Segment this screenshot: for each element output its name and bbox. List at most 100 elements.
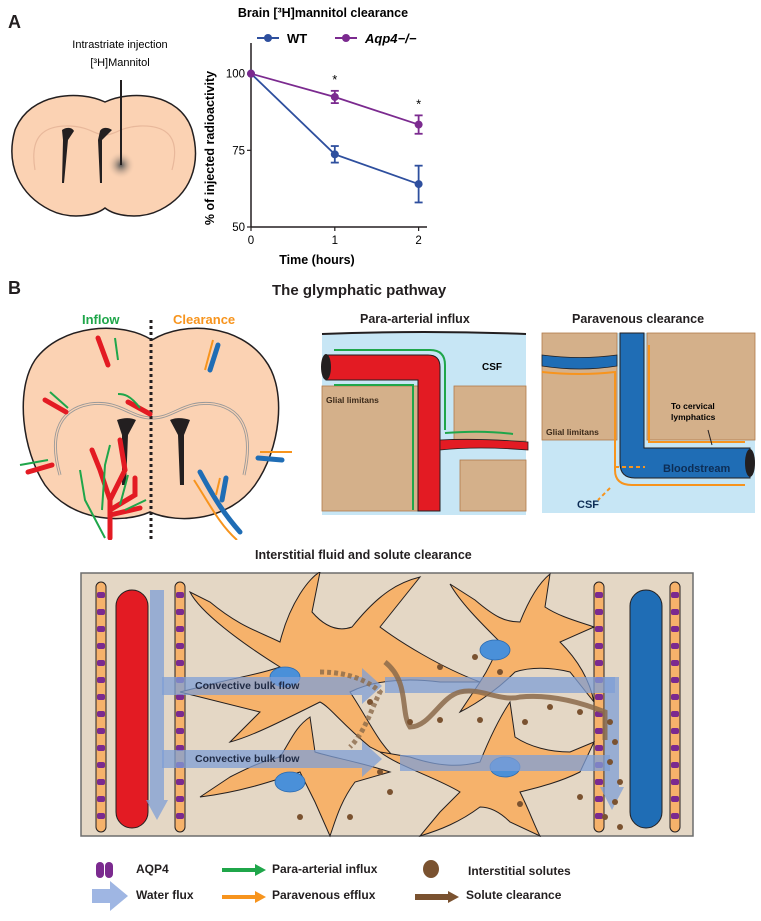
aqp4-channel [595,694,603,700]
legend-marker-0 [264,34,272,42]
efflux-arrows [193,339,292,540]
panel-b-letter: B [8,278,21,298]
aqp4-channel [595,745,603,751]
legend: AQP4 Water flux Para-arterial influx Par… [0,856,761,921]
solute-clearance-path [383,660,608,740]
inflow-label: Inflow [82,312,120,327]
glymphatic-title: The glymphatic pathway [272,282,447,299]
y-tick-label: 75 [232,145,245,157]
paravenous-legend-label: Paravenous efflux [272,888,376,902]
solute-particle [607,759,613,765]
aqp4-channel [97,796,105,802]
aqp4-channel [176,779,184,785]
artery-column [115,589,149,829]
aqp4-channel [671,779,679,785]
solute-particle [437,717,443,723]
aqp4-channel [671,626,679,632]
water-flux-legend-label: Water flux [136,888,194,902]
ventricle-right [98,127,112,183]
aqp4-channel [176,643,184,649]
glial-label-pa: Glial limitans [326,395,379,405]
y-tick-label: 100 [226,69,245,81]
aqp4-channel [97,694,105,700]
bulk-flow-label-2: Convective bulk flow [195,753,300,765]
aqp4-channel [97,626,105,632]
aqp4-channel [97,592,105,598]
water-flux-arrows [146,590,624,820]
vein-vessel [619,332,751,479]
data-point [330,150,339,159]
panel-a-brain-diagram: Intrastriate injection [³H]Mannitol [11,39,197,217]
lymphatics-label-1: To cervical [671,401,715,411]
aqp4-channel [176,728,184,734]
x-tick-label: 0 [248,235,254,247]
aqp4-channel [595,592,603,598]
solute-particle [577,709,583,715]
solute-particle [517,801,523,807]
glymphatic-brain-diagram [19,320,292,540]
aqp4-channel [97,711,105,717]
aqp4-channel [97,677,105,683]
interstitial-diagram: Convective bulk flow Convective bulk flo… [80,572,694,838]
ventricle-right-b [170,418,190,485]
brain-outline [11,94,197,217]
aqp4-channel [97,813,105,819]
significance-star: * [332,72,337,87]
solute-particle [377,769,383,775]
y-axis-label: % of injected radioactivity [203,71,217,225]
ventricle-left [62,127,74,183]
lymphatics-label-2: lymphatics [671,412,716,422]
aqp4-channel [671,711,679,717]
aqp4-channel [176,813,184,819]
solute-particle [477,717,483,723]
aqp4-channel [671,660,679,666]
aqp4-channel [671,609,679,615]
aqp4-channel [97,762,105,768]
aqp4-channel [671,643,679,649]
aqp4-channel [595,813,603,819]
aqp4-channel [671,813,679,819]
aqp4-channel [176,592,184,598]
aqp4-channel [671,745,679,751]
solute-particle [407,719,413,725]
solute-particle [472,654,478,660]
solute-particle [617,779,623,785]
solute-particle [522,719,528,725]
solute-particle [347,814,353,820]
solute-particle [497,669,503,675]
solute-particle [607,719,613,725]
aqp4-channel [97,728,105,734]
y-tick-label: 50 [232,222,245,234]
aqp4-channel [595,660,603,666]
interstitial-solutes [297,654,623,830]
solute-particle [367,699,373,705]
artery-vessel [325,354,441,512]
solute-particle [577,794,583,800]
aqp4-channel [97,609,105,615]
aqp4-channel [595,728,603,734]
aqp4-channel [595,643,603,649]
aqp4-legend-icon [96,862,113,878]
aqp4-channel [595,796,603,802]
data-point [247,69,255,78]
veins [197,342,285,535]
influx-arrows-pa [334,349,514,510]
solute-particle [547,704,553,710]
aqp4-channel [595,609,603,615]
paravenous-legend-icon [222,891,266,903]
aqp4-channel [176,626,184,632]
interstitial-title: Interstitial fluid and solute clearance [255,548,472,562]
aqp4-channel [176,660,184,666]
para-arterial-legend-label: Para-arterial influx [272,862,378,876]
solute-clearance-legend-icon [415,891,459,903]
aqp4-channel [176,609,184,615]
aqp4-legend-label: AQP4 [136,862,169,876]
solute-particle [437,664,443,670]
aqp4-channel [595,779,603,785]
solute-particle [617,824,623,830]
aqp4-channel [671,762,679,768]
paravenous-diagram: To cervical lymphatics Glial limitans Bl… [541,332,756,513]
aqp4-channel [176,796,184,802]
x-tick-label: 2 [415,235,421,247]
